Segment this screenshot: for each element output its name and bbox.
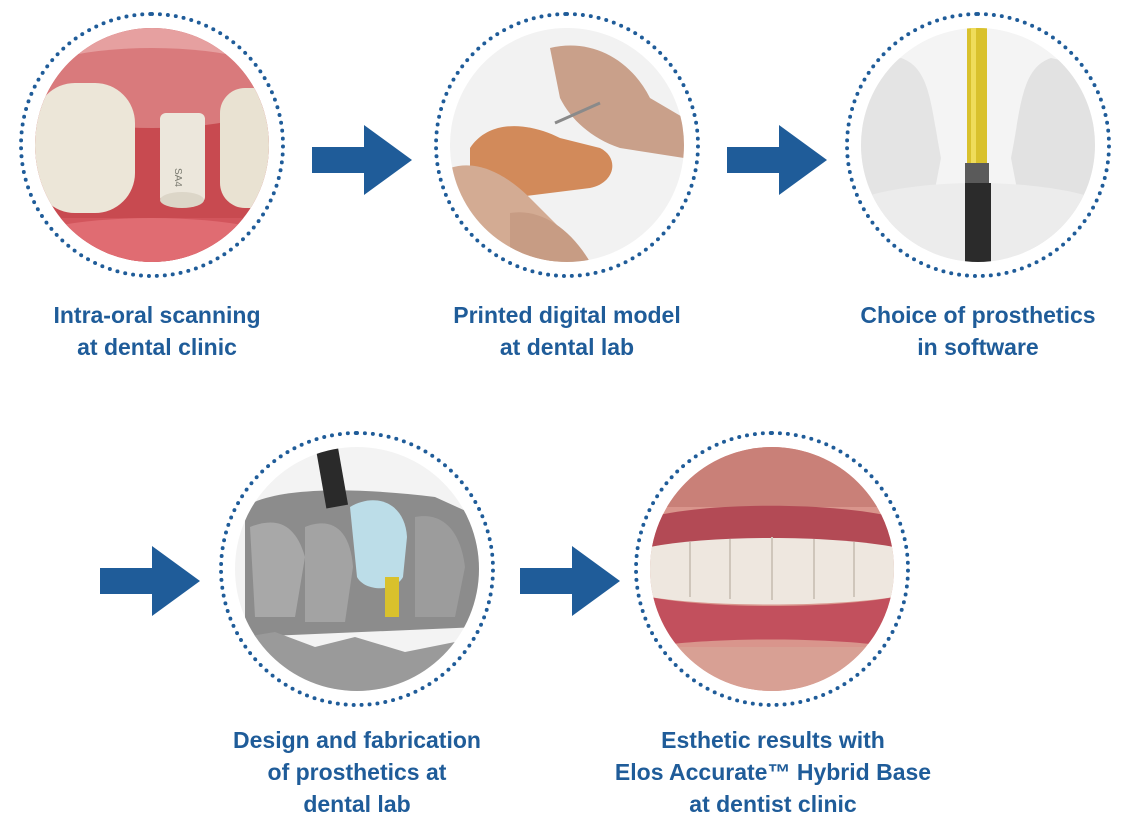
step-3-caption-line-1: Choice of prosthetics — [860, 302, 1096, 328]
step-1-dotted-ring — [19, 12, 285, 278]
arrow-right-icon — [727, 125, 827, 195]
step-5-smile-photo — [650, 447, 894, 691]
step-5-caption-line-3: at dentist clinic — [689, 791, 857, 817]
step-4-caption-line-3: dental lab — [303, 791, 411, 817]
step-3-caption-line-2: in software — [917, 334, 1039, 360]
step-2-caption: Printed digital model at dental lab — [417, 299, 717, 363]
arrow-right-icon — [312, 125, 412, 195]
step-2-printed-model-photo — [450, 28, 684, 262]
step-4-caption-line-2: of prosthetics at — [267, 759, 447, 785]
svg-text:SA4: SA4 — [172, 168, 183, 187]
step-4-caption-line-1: Design and fabrication — [233, 727, 481, 753]
step-3-caption: Choice of prosthetics in software — [833, 299, 1123, 363]
step-3-dotted-ring — [845, 12, 1111, 278]
step-1-scan-body-photo: SA4 — [35, 28, 269, 262]
step-5-caption-line-1: Esthetic results with — [661, 727, 885, 753]
step-5-caption: Esthetic results with Elos Accurate™ Hyb… — [608, 724, 938, 820]
step-1-caption-line-2: at dental clinic — [77, 334, 237, 360]
step-1-caption: Intra-oral scanning at dental clinic — [12, 299, 302, 363]
step-1-caption-line-1: Intra-oral scanning — [53, 302, 261, 328]
step-2-caption-line-2: at dental lab — [499, 334, 635, 360]
step-3-software-render — [861, 28, 1095, 262]
step-2-dotted-ring — [434, 12, 700, 278]
arrow-right-icon — [100, 546, 200, 616]
arrow-right-icon — [520, 546, 620, 616]
step-4-dotted-ring — [219, 431, 495, 707]
step-4-cad-design-render — [235, 447, 479, 691]
step-4-caption: Design and fabrication of prosthetics at… — [203, 724, 511, 820]
step-2-caption-line-1: Printed digital model — [453, 302, 681, 328]
step-5-caption-line-2: Elos Accurate™ Hybrid Base — [614, 759, 932, 785]
step-5-dotted-ring — [634, 431, 910, 707]
